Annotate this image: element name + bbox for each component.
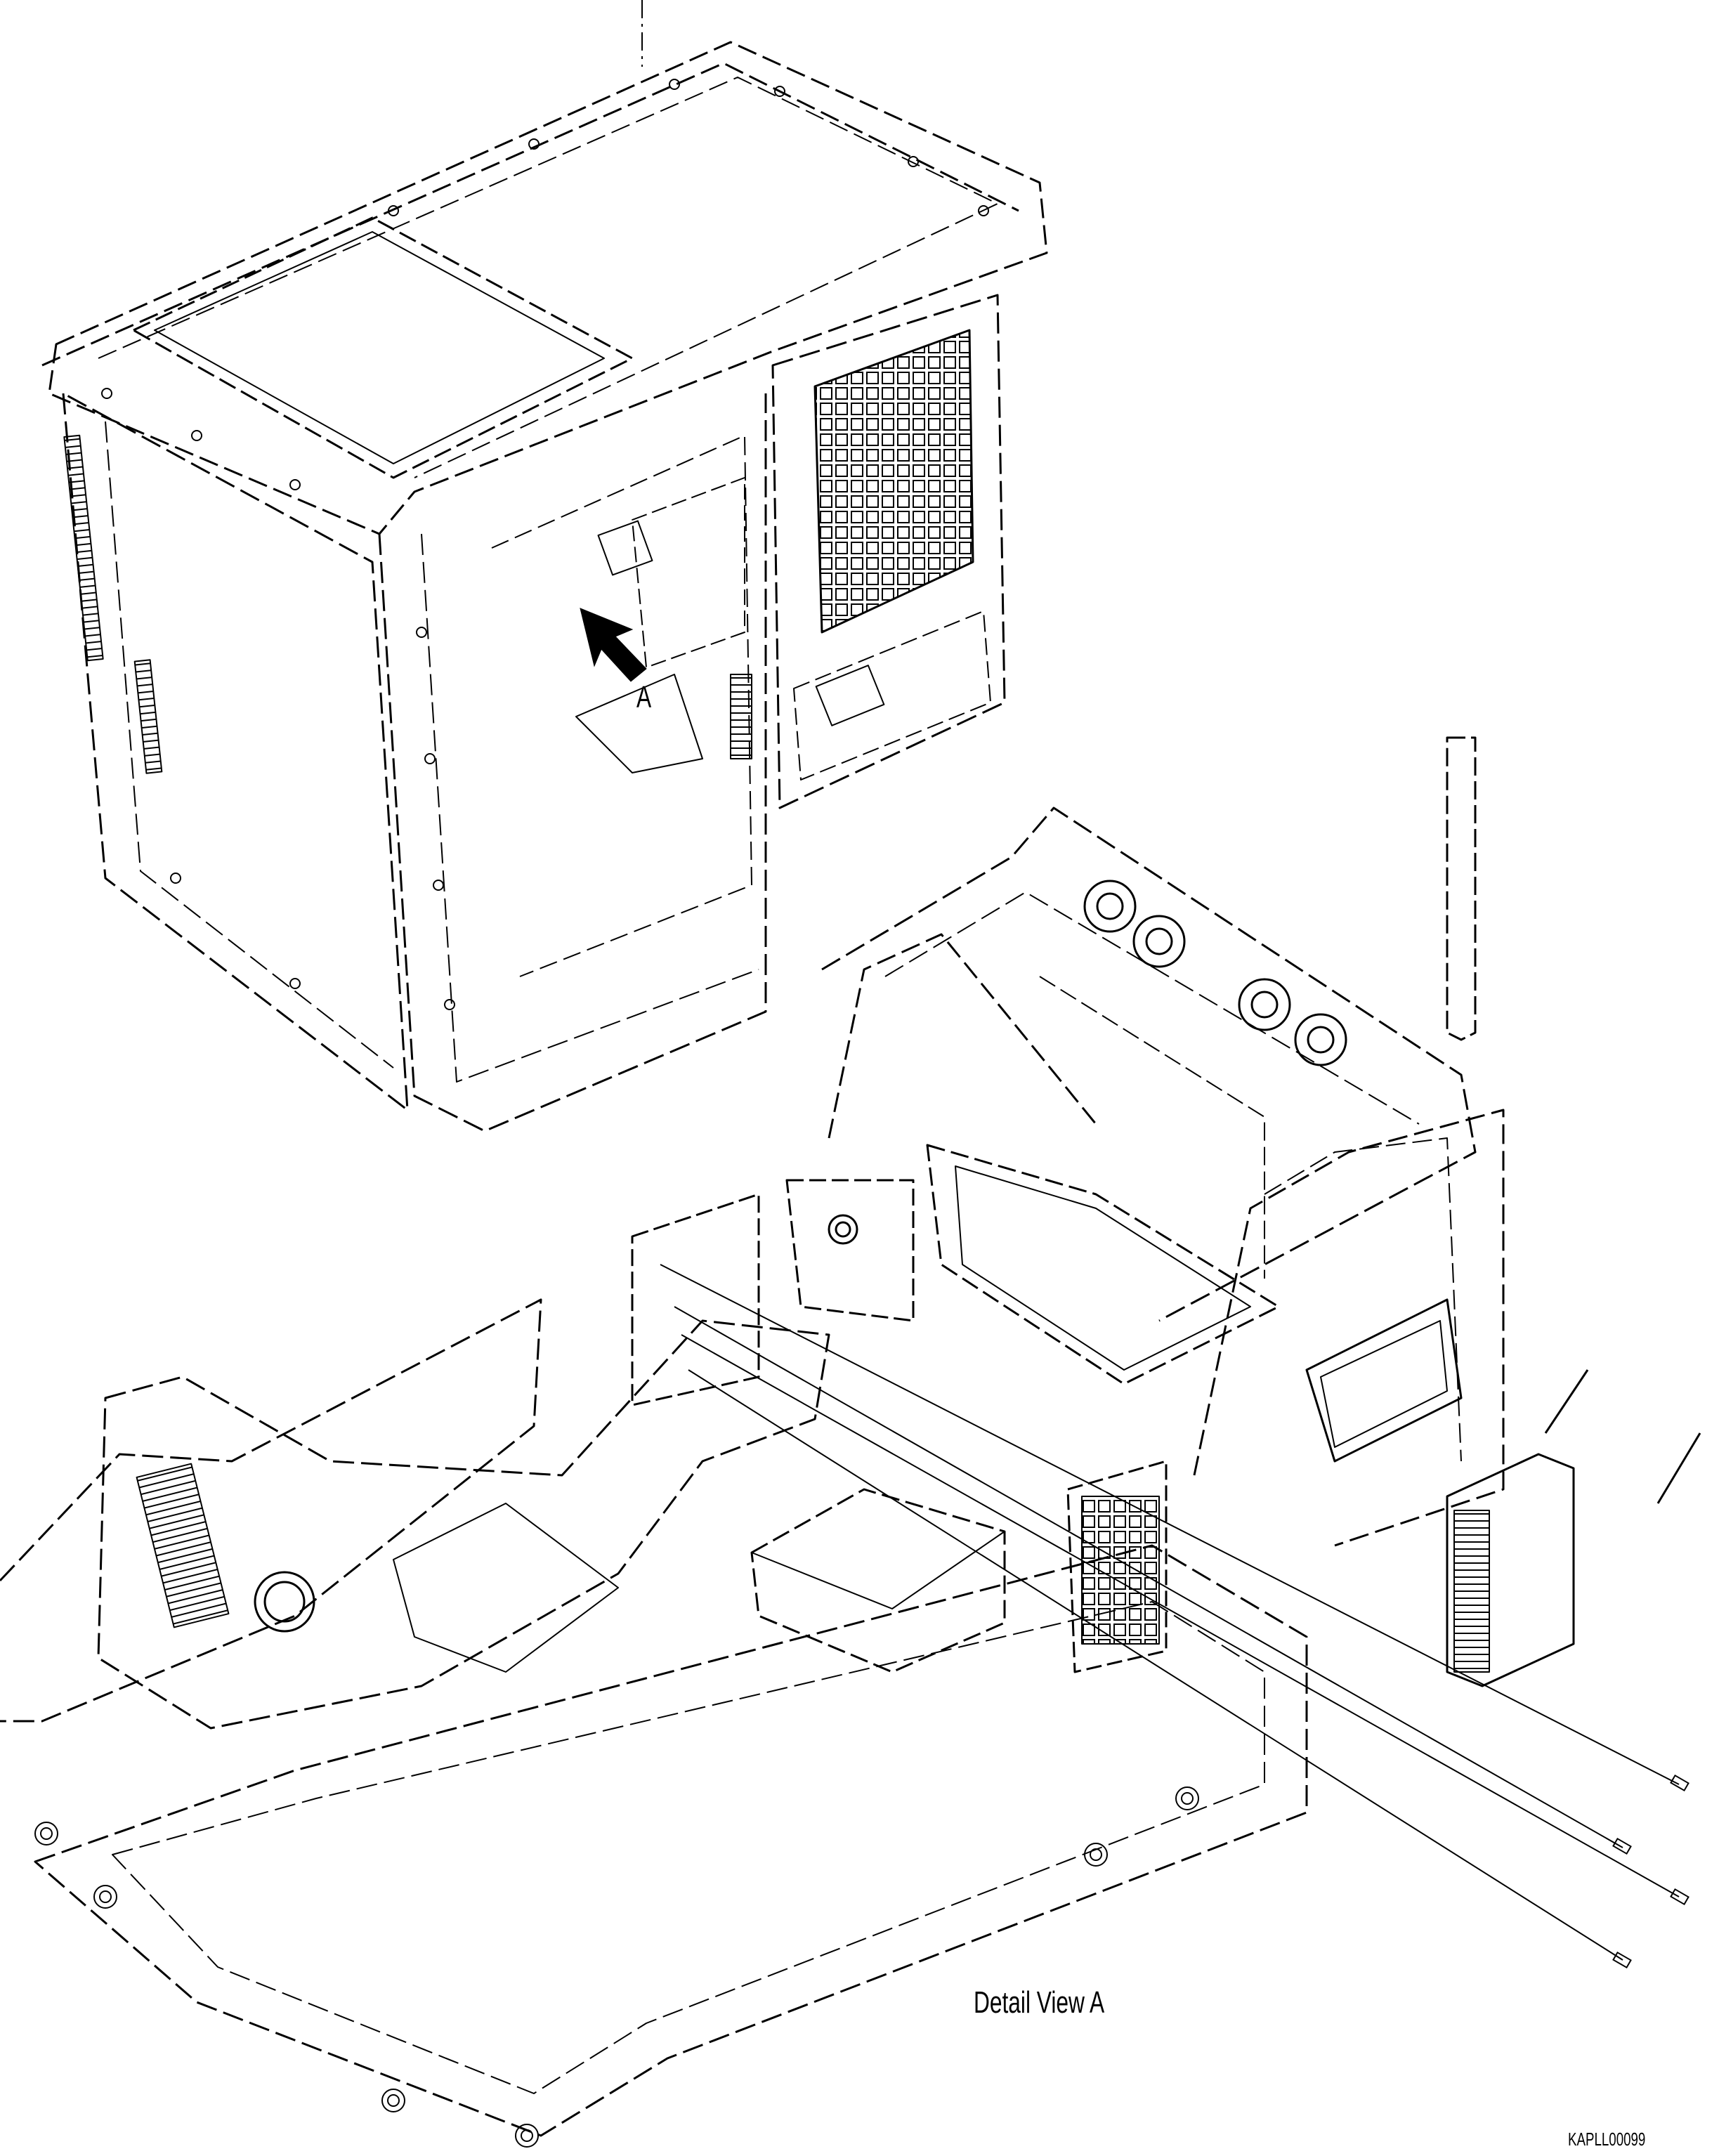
bolt [1612,1837,1632,1855]
floor-plate [34,1544,1308,2137]
bolt [1670,1774,1689,1792]
bolt [1670,1888,1689,1906]
battery-box [750,1488,1006,1673]
filter-housing [1446,1453,1575,1687]
detail-view-caption: Detail View A [974,1985,1105,2020]
cooling-fans [1083,880,1347,1066]
right-tower [1193,1109,1505,1547]
cab-assembly [41,0,1048,1132]
control-plate [785,1179,915,1322]
muffler-louver [136,1463,230,1628]
rear-grille [1066,1460,1168,1673]
exploded-leader-lines [660,1264,1680,1961]
drawing-code: KAPLL00099 [1568,2129,1646,2150]
mounting-bracket [1446,736,1477,1041]
side-plate [631,1193,760,1406]
view-marker-label: A [636,680,652,714]
filter-panel [1305,1298,1463,1463]
bolt [1612,1951,1632,1969]
seat-mount-plate [597,520,653,576]
detail-a-arrow [580,608,647,682]
muffler-assembly [97,1319,830,1730]
door-grille [813,329,974,634]
chassis-assembly [0,736,1701,2148]
cab-left-side [62,392,409,1111]
cab-door [771,294,1006,809]
tailpipe [254,1571,315,1633]
cab-bolt-holes [101,79,989,1010]
frame-top [821,806,1477,1322]
roof-hatch [132,216,634,479]
seat-tub [926,1144,1280,1385]
cab-front-frame [378,393,767,1132]
cab-roof [48,41,1048,535]
fasteners [1612,1774,1689,1969]
